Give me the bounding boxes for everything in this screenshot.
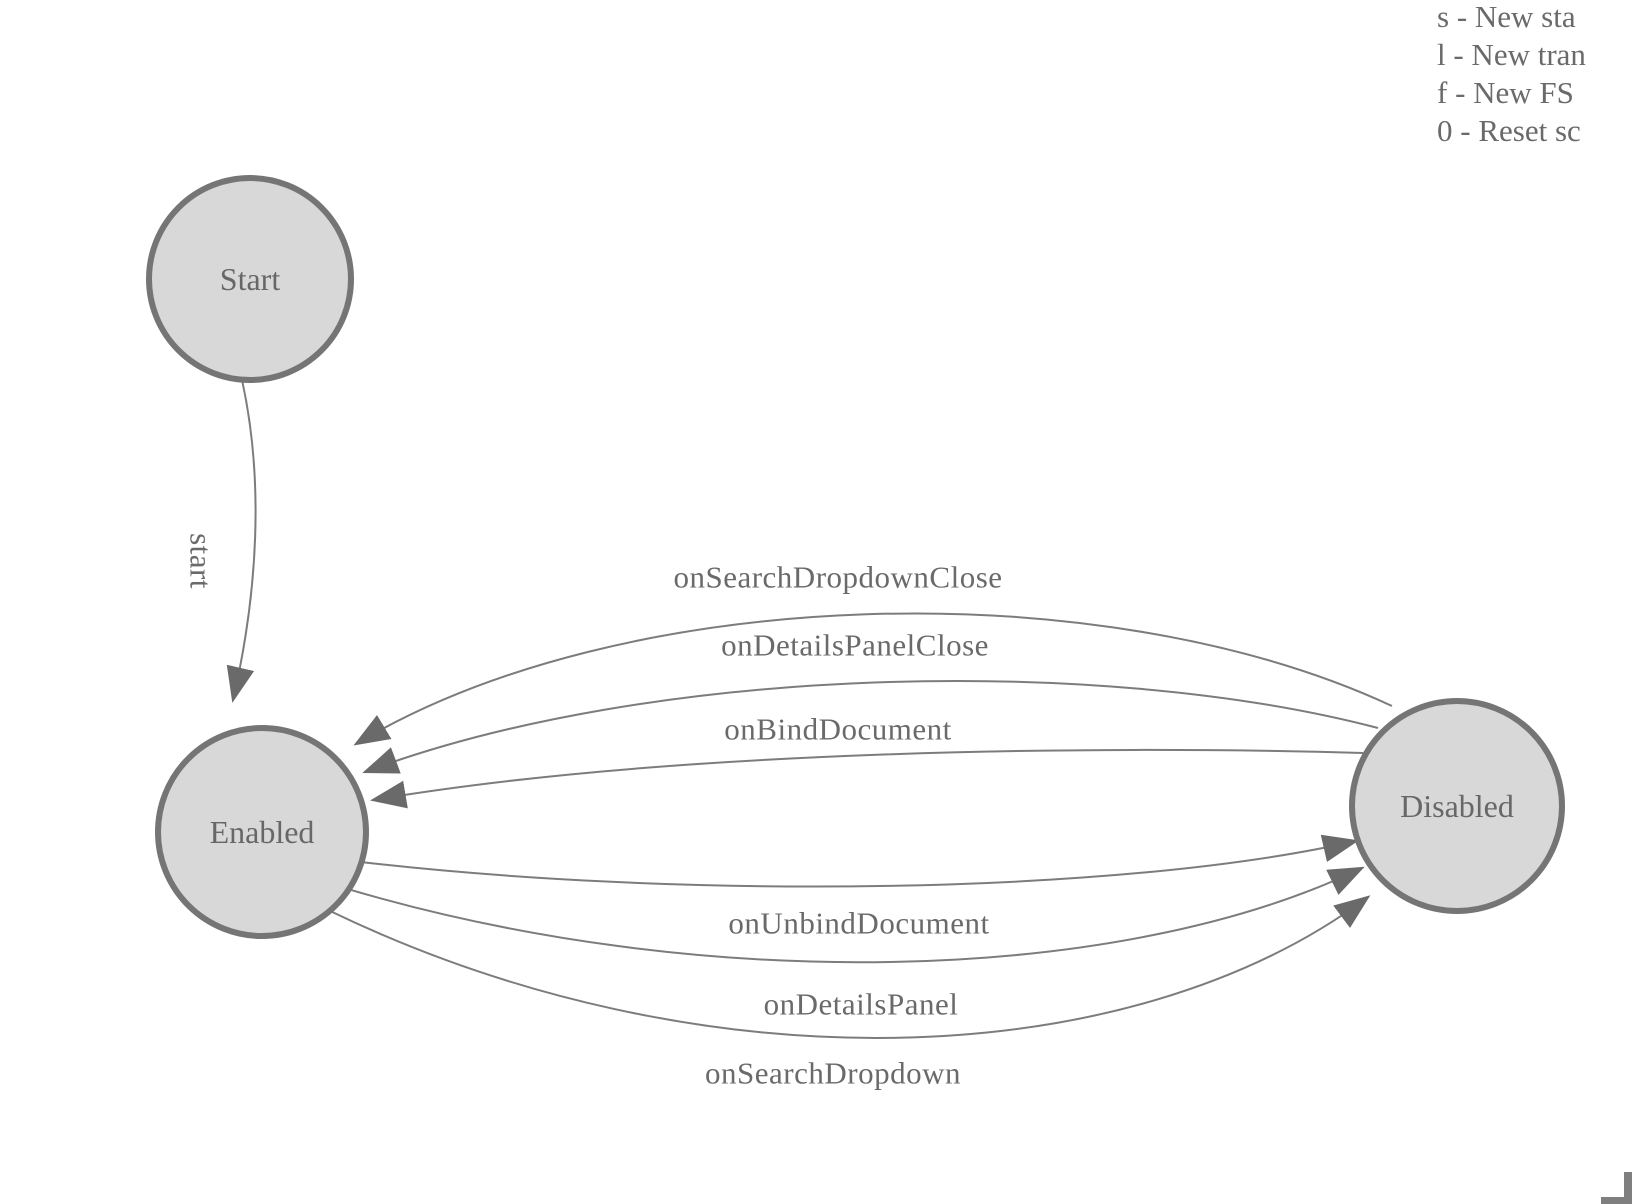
legend-line: 0 - Reset sc — [1437, 113, 1581, 148]
shortcut-legend: s - New sta l - New tran f - New FS 0 - … — [1437, 0, 1586, 150]
state-label-disabled: Disabled — [1400, 788, 1514, 824]
edge-label-onSearchDropdown: onSearchDropdown — [705, 1055, 961, 1091]
edge-onDetailsPanelClose[interactable] — [362, 679, 1379, 774]
edge-onSearchDropdown[interactable] — [327, 895, 1371, 1039]
edge-label-onDetailsPanelClose: onDetailsPanelClose — [721, 627, 989, 663]
edge-label-start: start — [183, 533, 219, 589]
legend-line: s - New sta — [1437, 0, 1576, 34]
edge-onBindDocument[interactable] — [370, 748, 1364, 809]
state-label-start: Start — [219, 261, 281, 297]
edge-label-onUnbindDocument: onUnbindDocument — [728, 905, 990, 941]
state-node-enabled[interactable] — [155, 725, 369, 939]
edge-onDetailsPanel[interactable] — [340, 866, 1365, 964]
legend-line: f - New FS — [1437, 75, 1574, 110]
state-node-start[interactable] — [146, 175, 354, 383]
edge-label-onBindDocument: onBindDocument — [724, 711, 952, 747]
state-node-disabled[interactable] — [1349, 698, 1565, 914]
legend-line: l - New tran — [1437, 37, 1586, 72]
edge-onSearchDropdownClose[interactable] — [353, 612, 1393, 746]
edge-label-onDetailsPanel: onDetailsPanel — [763, 986, 959, 1022]
edge-label-onSearchDropdownClose: onSearchDropdownClose — [673, 559, 1003, 595]
offscreen-panel-corner — [1601, 1172, 1632, 1204]
edge-start[interactable] — [226, 379, 257, 703]
state-label-enabled: Enabled — [209, 814, 315, 850]
edge-onUnbindDocument[interactable] — [351, 834, 1359, 888]
